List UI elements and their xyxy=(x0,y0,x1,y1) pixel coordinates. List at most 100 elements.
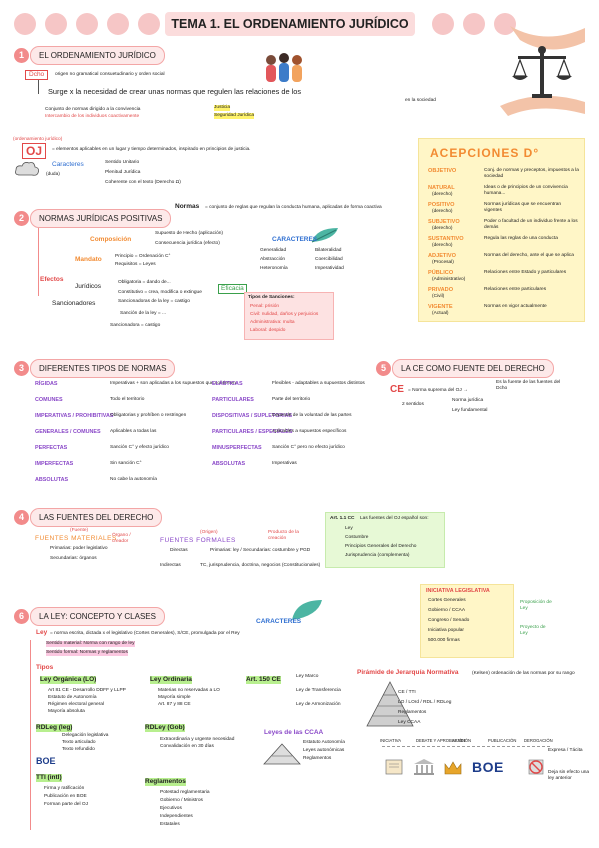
leyes-ccaa: Leyes de las CCAA xyxy=(264,729,324,736)
reglamento-row: Estatales xyxy=(160,822,180,827)
parliament-icon xyxy=(414,759,434,775)
ce-label: CE xyxy=(390,384,404,395)
acepcion-name: POSITIVO xyxy=(428,202,455,208)
ley-label: Ley xyxy=(36,629,48,636)
section-heading-6: LA LEY: CONCEPTO Y CLASES xyxy=(30,607,165,626)
tti-label: TTI (intl) xyxy=(36,774,62,782)
fuentes-for-2b: TC, jurisprudencia, doctrina, negocios (… xyxy=(200,563,321,568)
tipo-sancion-item: Administrativa: multa xyxy=(250,320,295,325)
decorative-dot xyxy=(107,13,129,35)
art-150: Art. 150 CE xyxy=(246,676,281,684)
norma-tipo-desc: Flexibles - adaptables a supuestos disti… xyxy=(272,381,365,386)
piramide-row: LO / LOrd / RDL / RDLeg xyxy=(398,700,452,705)
section-heading-3: DIFERENTES TIPOS DE NORMAS xyxy=(30,359,176,378)
crown-icon xyxy=(444,761,462,775)
tipo-sancion-item: Penal: prisión xyxy=(250,304,280,309)
oj-note: (ordenamiento jurídico) xyxy=(13,137,63,142)
acepcion-desc: Ideas o de principios de un convivencia … xyxy=(484,185,568,196)
piramide-title: Pirámide de Jerarquía Normativa xyxy=(357,669,459,676)
acepcion-sub: (Administrativo) xyxy=(432,277,466,282)
art-1-1-costumbre: Costumbre xyxy=(345,535,369,540)
caracter-item: Imperatividad xyxy=(315,266,344,271)
art-150-row: Ley de Transferencia xyxy=(296,688,341,693)
acepcion-desc: Normas jurídicas que se encuentran vigen… xyxy=(484,202,562,213)
procedure-step: SANCIÓN xyxy=(452,738,472,743)
acepcion-desc: Normas del derecho, ante el que se aplic… xyxy=(484,253,574,258)
oj-definition: = elementos aplicables en un lugar y tie… xyxy=(52,147,251,152)
people-illustration xyxy=(266,53,302,82)
norma-tipo-name: PERFECTAS xyxy=(35,445,68,451)
norma-tipo-desc: Aplicables a supuestos específicos xyxy=(272,429,347,434)
rdleg-row: Texto refundido xyxy=(62,747,95,752)
ley-organica-row: Estatuto de Autonomía xyxy=(48,695,97,700)
acepcion-name: VIGENTE xyxy=(428,304,453,310)
caracter-item: Heteronomía xyxy=(260,266,288,271)
ley-ordinaria-row: Mayoría simple xyxy=(158,695,191,700)
decorative-dot xyxy=(432,13,454,35)
caracter-item: Coercibilidad xyxy=(315,257,343,262)
juridicos-1: Obligatoria = dando de... xyxy=(118,280,171,285)
fuentes-for-note: (Origen) xyxy=(200,530,218,535)
dcho-origin: origen no gramatical consuetudinario y o… xyxy=(55,72,165,77)
norma-tipo-desc: Sanción C° y efecto jurídico xyxy=(110,445,169,450)
procedure-step: DEBATE Y APROBACIÓN xyxy=(416,738,466,743)
tti-row: Firma y ratificación xyxy=(44,786,85,791)
art-1-1-box xyxy=(325,512,445,568)
norma-tipo-name: ELÁSTICAS xyxy=(212,381,243,387)
juridicos-label: Jurídicos xyxy=(75,283,102,290)
norma-tipo-desc: Obligatorias y prohíben o restringen xyxy=(110,413,187,418)
decorative-dot xyxy=(45,13,67,35)
justicia-item: Justicia xyxy=(214,105,230,111)
acepcion-desc: Poder o facultad de un individuo frente … xyxy=(484,219,578,230)
acepcion-name: NATURAL xyxy=(428,185,455,191)
ley-definition: = norma escrita, dictada x el legislativ… xyxy=(50,631,240,636)
art-150-row: Ley Marco xyxy=(296,674,319,679)
sancion-3: Sancionadora = castigo xyxy=(110,323,161,328)
ley-organica-row: Mayoría absoluta xyxy=(48,709,85,714)
section-heading-2: NORMAS JURÍDICAS POSITIVAS xyxy=(30,209,172,228)
norma-tipo-desc: Depende de la voluntad de las partes xyxy=(272,413,352,418)
fuentes-mat-1: Primarias: poder legislativo xyxy=(50,546,108,551)
derogacion-2: Deja sin efecto una ley anterior xyxy=(548,770,590,781)
acepcion-desc: Normas en vigor actualmente xyxy=(484,304,547,309)
norma-tipo-desc: Aplicables a todas las xyxy=(110,429,157,434)
iniciativa-box xyxy=(420,584,514,658)
art-1-1-juris: Jurisprudencia (complementa) xyxy=(345,553,410,558)
decorative-dot xyxy=(138,13,160,35)
piramide-row: CE / TTI xyxy=(398,690,416,695)
reglamento-row: Potestad reglamentaria xyxy=(160,790,210,795)
normas-label: Normas xyxy=(175,203,200,210)
decorative-dot xyxy=(76,13,98,35)
piramide-row: Reglamentos xyxy=(398,710,427,715)
caracteres-leaf-icon xyxy=(311,228,338,243)
tipo-sancion-item: Laboral: despido xyxy=(250,328,286,333)
art-150-row: Ley de Armonización xyxy=(296,702,341,707)
reglamento-row: Gobierno / Ministros xyxy=(160,798,203,803)
section-number: 4 xyxy=(14,510,29,525)
fuentes-mat-right: Órgano / creador xyxy=(112,533,131,544)
mandato-1: Principio = Ordenación C° xyxy=(115,254,171,259)
fuentes-mat-note: (Fuente) xyxy=(70,528,89,533)
rdleg-row: Texto articulado xyxy=(62,740,96,745)
fuentes-for-2a: Indirectas xyxy=(160,563,181,568)
ley-ordinaria-row: Materias no reservadas a LO xyxy=(158,688,220,693)
page-title: TEMA 1. EL ORDENAMIENTO JURÍDICO xyxy=(165,12,415,36)
norma-tipo-desc: Imperativas + son aplicadas a los supues… xyxy=(110,381,236,386)
reglamentos-label: Reglamentos xyxy=(145,778,186,786)
norma-tipo-name: IMPERATIVAS / PROHIBITIVAS xyxy=(35,413,114,419)
iniciativa-title: INICIATIVA LEGISLATIVA xyxy=(426,588,490,594)
tti-row: Forman parte del OJ xyxy=(44,802,88,807)
acepciones-title: ACEPCIONES D° xyxy=(430,146,540,160)
norma-tipo-desc: Todo el territorio xyxy=(110,397,145,402)
fuentes-materiales: FUENTES MATERIALES xyxy=(35,535,117,542)
caracteres-title: CARACTERES xyxy=(272,236,318,243)
norma-tipo-desc: Parte del territorio xyxy=(272,397,311,402)
norma-tipo-name: COMUNES xyxy=(35,397,63,403)
cloud-icon xyxy=(15,162,39,176)
ccaa-row: Reglamentos xyxy=(303,756,332,761)
ce-definition: = Norma suprema del OJ → xyxy=(408,388,468,393)
acepcion-name: SUSTANTIVO xyxy=(428,236,464,242)
tipo-sancion-item: Civil: nulidad, daños y perjuicios xyxy=(250,312,319,317)
acepcion-desc: Relaciones entre particulares xyxy=(484,287,547,292)
scales-of-justice-icon xyxy=(500,26,585,116)
